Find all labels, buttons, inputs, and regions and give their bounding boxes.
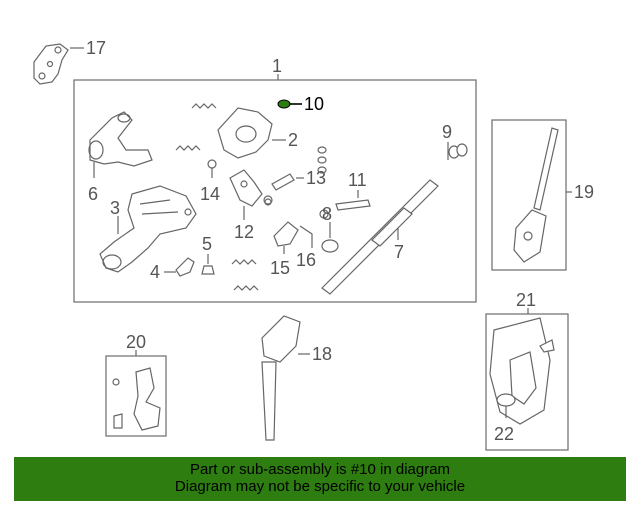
part-21-box xyxy=(485,313,569,451)
callout-7[interactable]: 7 xyxy=(394,242,404,262)
banner-line-1: Part or sub-assembly is #10 in diagram xyxy=(189,461,451,478)
part-2-upper-bracket xyxy=(217,107,286,159)
misc-fasteners xyxy=(264,146,327,206)
part-7-steering-shaft xyxy=(321,179,439,295)
callout-20[interactable]: 20 xyxy=(126,332,146,352)
part-5-bolt xyxy=(201,254,215,275)
callout-18[interactable]: 18 xyxy=(312,344,332,364)
part-11-link-rod xyxy=(335,190,371,211)
callout-4[interactable]: 4 xyxy=(150,262,160,282)
callout-19[interactable]: 19 xyxy=(574,182,594,202)
part-10-clip xyxy=(277,99,302,109)
callout-6[interactable]: 6 xyxy=(88,184,98,204)
callout-14[interactable]: 14 xyxy=(200,184,220,204)
callout-13[interactable]: 13 xyxy=(306,168,326,188)
callout-3[interactable]: 3 xyxy=(110,198,120,218)
part-17-bracket xyxy=(33,43,84,85)
part-6-column-bracket xyxy=(88,111,153,178)
callout-15[interactable]: 15 xyxy=(270,258,290,278)
part-14-screw xyxy=(207,159,217,178)
callout-1[interactable]: 1 xyxy=(272,56,282,76)
part-8-bushing xyxy=(321,222,339,253)
part-9-washers xyxy=(447,142,468,160)
main-assembly-box xyxy=(73,79,477,303)
callout-22[interactable]: 22 xyxy=(494,424,514,444)
part-21-boot-cover xyxy=(489,317,555,425)
part-18-intermediate-shaft xyxy=(261,315,310,441)
part-12-lever-bracket xyxy=(229,169,273,220)
part-3-column-housing xyxy=(99,185,197,273)
part-15-16-pieces xyxy=(273,209,329,254)
part-4-lever xyxy=(164,257,195,277)
part-20-switch xyxy=(112,367,161,431)
part-22-grommet xyxy=(496,393,516,418)
callout-5[interactable]: 5 xyxy=(202,234,212,254)
spring-parts xyxy=(175,103,259,291)
callout-8[interactable]: 8 xyxy=(322,204,332,224)
callout-2[interactable]: 2 xyxy=(288,130,298,150)
callout-12[interactable]: 12 xyxy=(234,222,254,242)
part-13-pin xyxy=(271,173,304,191)
info-banner: Part or sub-assembly is #10 in diagram D… xyxy=(14,457,626,501)
callout-11[interactable]: 11 xyxy=(348,170,367,190)
banner-line-2: Diagram may not be specific to your vehi… xyxy=(174,478,466,495)
part-19-box xyxy=(491,119,567,271)
callout-16[interactable]: 16 xyxy=(296,250,316,270)
callout-21[interactable]: 21 xyxy=(516,290,536,310)
callout-9[interactable]: 9 xyxy=(442,122,452,142)
callout-17[interactable]: 17 xyxy=(86,38,106,58)
callout-10[interactable]: 10 xyxy=(304,94,324,114)
part-19-column-shaft xyxy=(513,127,572,263)
